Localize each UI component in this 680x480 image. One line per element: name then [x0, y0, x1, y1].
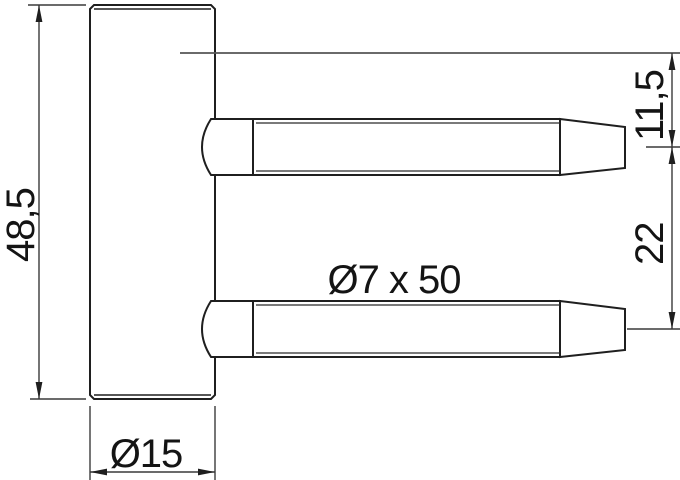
pin-top-shaft [252, 118, 561, 176]
arrowhead-down-icon [668, 312, 676, 329]
arrowhead-down-icon [668, 130, 676, 147]
pin-spec-label: Ø7 x 50 [327, 258, 460, 302]
arrowhead-up-icon [668, 147, 676, 164]
arrowhead-down-icon [35, 382, 43, 399]
arrowhead-right-icon [198, 468, 215, 476]
dim-pin-spacing-label: 22 [628, 223, 672, 266]
dim-body-diameter: Ø15 [89, 406, 216, 480]
pin-top [201, 117, 626, 177]
hinge-body-outline [89, 4, 216, 400]
pin-top-tip [559, 117, 626, 177]
pin-bottom-shaft [252, 300, 561, 358]
dim-overall-height: 48,5 [0, 4, 86, 400]
dim-pin-top-offset-label: 11,5 [628, 70, 672, 141]
pin-bottom-cap [201, 300, 254, 358]
dim-overall-height-label: 48,5 [0, 188, 43, 262]
arrowhead-up-icon [35, 5, 43, 22]
dim-pin-spacing: 22 [627, 147, 680, 330]
pin-top-cap [201, 118, 254, 176]
dim-body-diameter-label: Ø15 [110, 432, 183, 476]
pin-bottom [201, 299, 626, 359]
arrowhead-left-icon [90, 468, 107, 476]
pin-bottom-tip [559, 299, 626, 359]
arrowhead-up-icon [668, 53, 676, 70]
dim-pin-top-offset: 11,5 [628, 53, 680, 148]
